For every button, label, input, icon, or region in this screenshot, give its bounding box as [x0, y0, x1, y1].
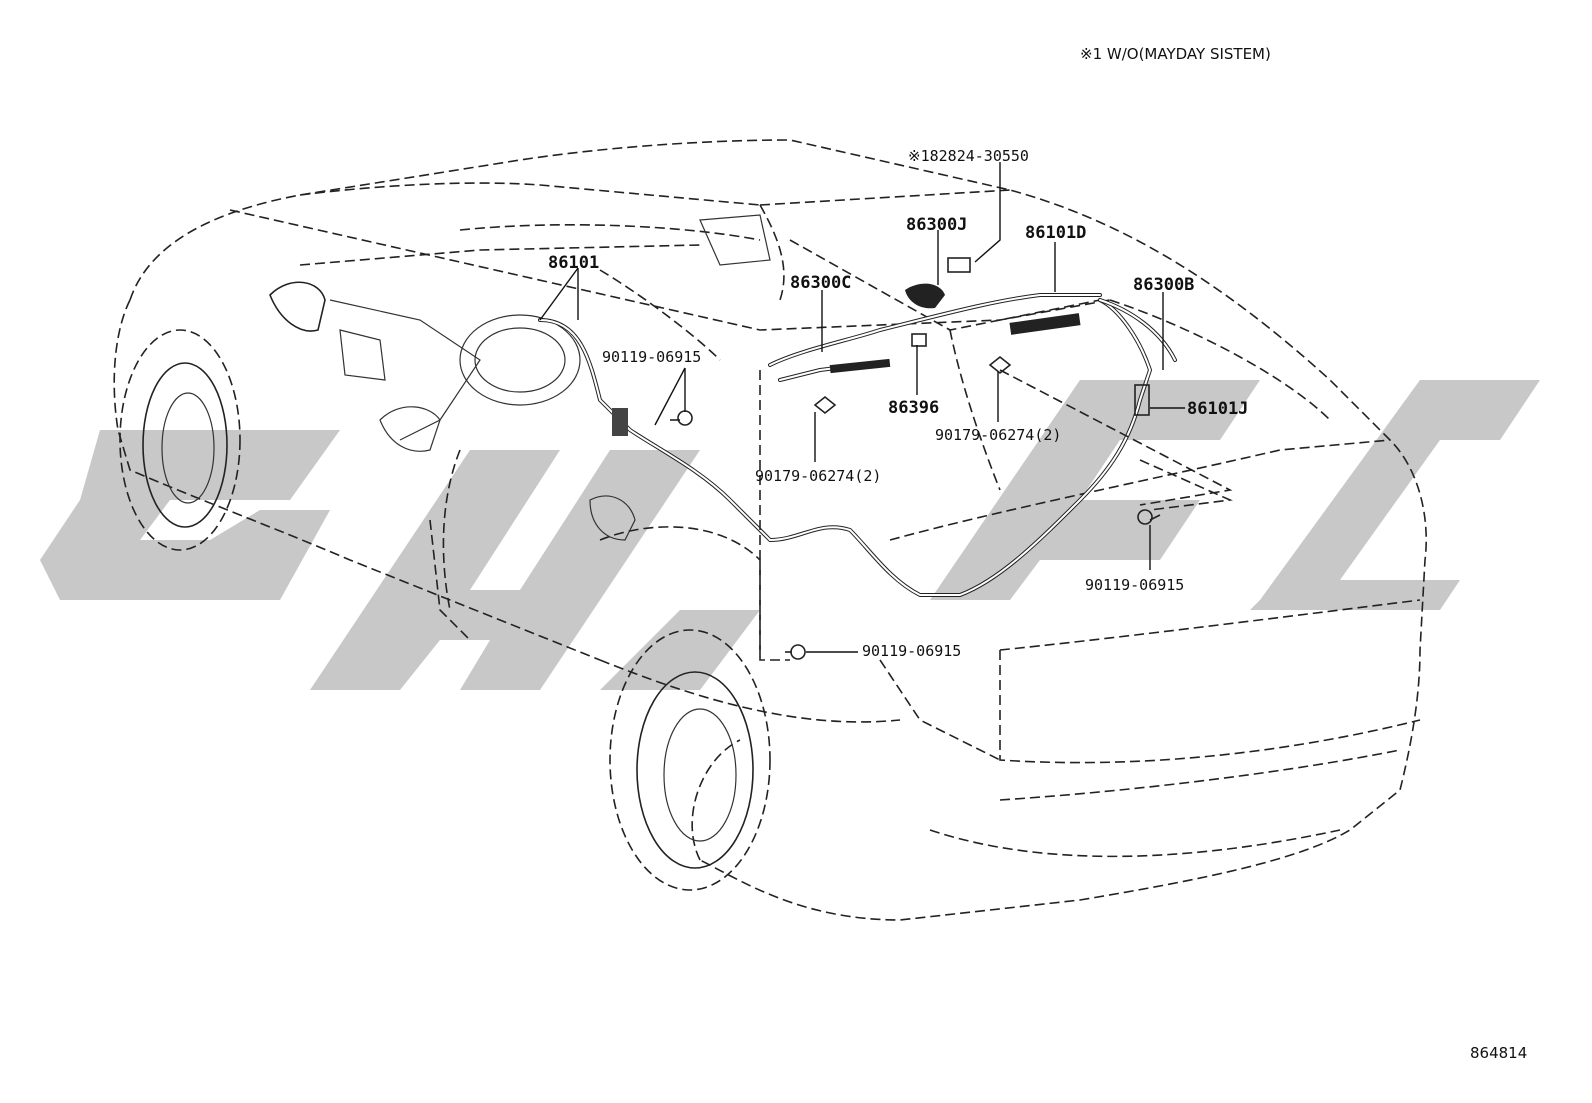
- antenna-part-82824: [947, 257, 971, 273]
- watermark-logo: [40, 380, 1540, 690]
- part-label-90179-06274-left[interactable]: 90179-06274(2): [755, 467, 881, 485]
- watermark-shape: [310, 450, 700, 690]
- side-mirror: [269, 281, 326, 332]
- antenna-cable: [538, 293, 1177, 597]
- watermark-shape: [600, 610, 760, 690]
- antenna-components: [612, 257, 1150, 436]
- car-interior: [269, 214, 771, 541]
- part-label-86101D[interactable]: 86101D: [1025, 223, 1086, 243]
- watermark-shape: [1250, 380, 1540, 610]
- part-label-86101J[interactable]: 86101J: [1187, 399, 1248, 419]
- part-label-86300J[interactable]: 86300J: [906, 215, 967, 235]
- diagram-id: 864814: [1470, 1044, 1527, 1062]
- part-label-86101[interactable]: 86101: [548, 253, 599, 273]
- part-label-82824-30550[interactable]: ※182824-30550: [908, 147, 1029, 165]
- bolt-icon: [790, 644, 806, 660]
- part-label-86396[interactable]: 86396: [888, 398, 939, 418]
- part-label-86300B[interactable]: 86300B: [1133, 275, 1194, 295]
- watermark-shape: [40, 430, 340, 600]
- watermark-shape: [930, 380, 1260, 600]
- part-label-90119-06915-right[interactable]: 90119-06915: [1085, 576, 1184, 594]
- car-outline: [113, 139, 1428, 921]
- bolt-icon: [677, 410, 693, 426]
- antenna-part-86396: [911, 333, 927, 347]
- fasteners: [670, 355, 1161, 660]
- rear-wheel: [609, 629, 771, 891]
- bolt-icon: [1137, 509, 1153, 525]
- part-labels: ※1 W/O(MAYDAY SISTEM) ※182824-30550 8630…: [548, 45, 1527, 1062]
- part-label-90179-06274-right[interactable]: 90179-06274(2): [935, 426, 1061, 444]
- antenna-element-86300c: [829, 358, 891, 374]
- connector-86101: [612, 408, 628, 436]
- clip-icon: [988, 355, 1012, 375]
- part-label-90119-06915-upper[interactable]: 90119-06915: [602, 348, 701, 366]
- antenna-amplifier-86300j: [905, 283, 945, 309]
- part-label-90119-06915-lower[interactable]: 90119-06915: [862, 642, 961, 660]
- leader-lines: [539, 162, 1185, 653]
- connector-86101j: [1134, 384, 1150, 416]
- clip-icon: [813, 395, 837, 415]
- antenna-element-86101d: [1009, 313, 1081, 335]
- mayday-note: ※1 W/O(MAYDAY SISTEM): [1080, 45, 1271, 63]
- door-handle: [589, 495, 636, 541]
- front-wheel: [119, 329, 241, 551]
- part-label-86300C[interactable]: 86300C: [790, 273, 851, 293]
